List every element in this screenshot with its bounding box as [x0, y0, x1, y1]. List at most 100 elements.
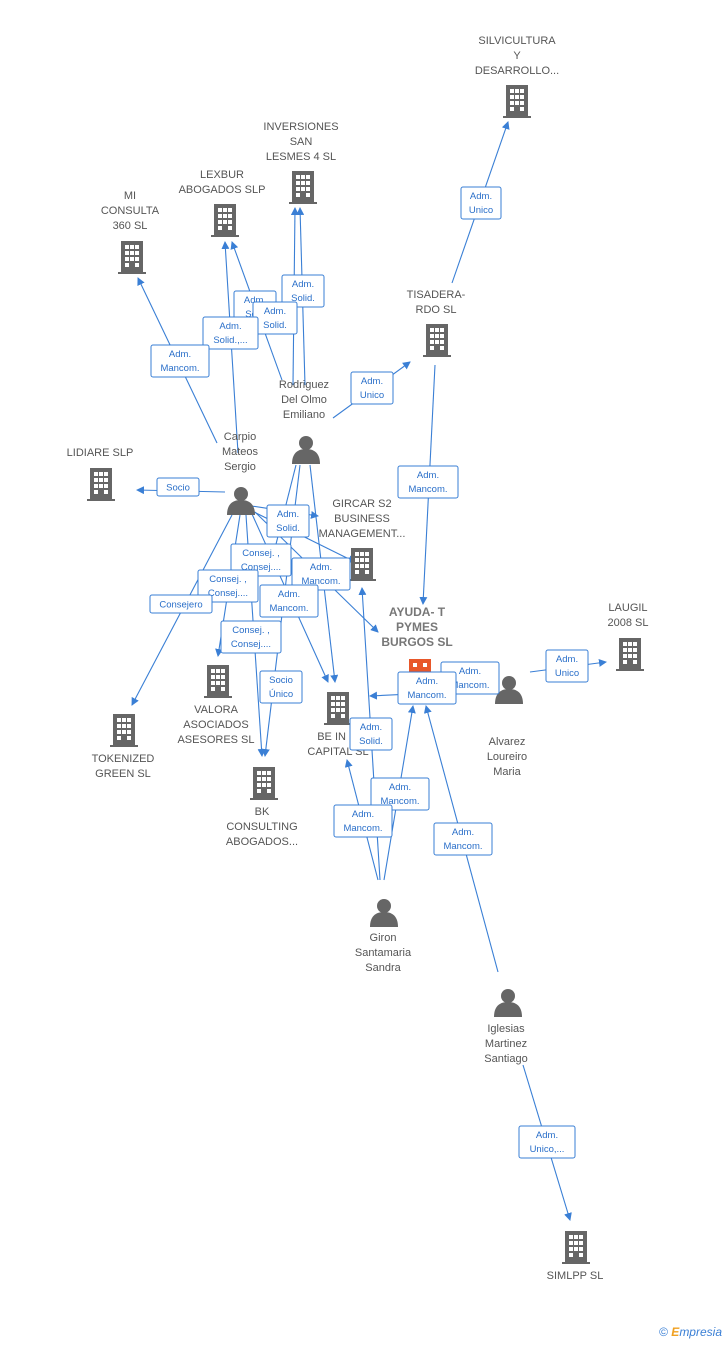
relation-box — [150, 344, 210, 378]
building-icon — [204, 665, 232, 698]
building-icon — [87, 468, 115, 501]
relation-box — [291, 557, 351, 591]
relation-box — [370, 777, 430, 811]
relation-text: Mancom. — [301, 576, 340, 587]
relation-box — [397, 671, 457, 705]
relation-text: Adm. — [278, 589, 300, 600]
relation-label[interactable]: Socio — [156, 477, 200, 497]
relation-text: Solid.,... — [213, 335, 247, 346]
relation-label[interactable]: Adm.Mancom. — [370, 777, 430, 811]
relation-text: Socio — [166, 483, 190, 494]
relation-text: Adm. — [244, 295, 266, 306]
relation-text: Adm. — [361, 376, 383, 387]
relation-label[interactable]: Consej. ,Consej.... — [220, 620, 282, 654]
relation-box — [460, 186, 502, 220]
relation-text: Unico — [555, 668, 579, 679]
relation-box — [281, 274, 325, 308]
building-icon — [289, 171, 317, 204]
relation-text: Adm. — [459, 666, 481, 677]
relation-text: Adm. — [536, 1130, 558, 1141]
relation-label[interactable]: Adm.Unico — [460, 186, 502, 220]
relation-label[interactable]: Adm.Unico,... — [518, 1125, 576, 1159]
relation-text: Solid. — [291, 293, 315, 304]
relation-label[interactable]: Adm.Mancom. — [397, 671, 457, 705]
relation-box — [259, 670, 303, 704]
copyright-symbol: © — [659, 1325, 668, 1339]
relation-box — [259, 584, 319, 618]
building-icon — [423, 324, 451, 357]
relation-label[interactable]: Adm.Mancom. — [259, 584, 319, 618]
relation-label[interactable]: Adm.Mancom. — [433, 822, 493, 856]
relation-label[interactable]: Consej. ,Consej.... — [230, 543, 292, 577]
building-icon — [211, 204, 239, 237]
relation-box — [350, 371, 394, 405]
relation-box — [156, 477, 200, 497]
relation-label[interactable]: Adm. Solid. — [252, 301, 298, 335]
relation-label[interactable]: Adm. Solid.,... — [202, 316, 259, 350]
relation-text: Solid. — [276, 523, 300, 534]
relation-box — [266, 504, 310, 538]
building-icon — [616, 638, 644, 671]
relation-label[interactable]: Adm.Mancom. — [150, 344, 210, 378]
relation-label[interactable]: Adm.Mancom. — [291, 557, 351, 591]
footer-brand[interactable]: © Empresia — [659, 1325, 722, 1339]
relation-text: Adm. — [352, 809, 374, 820]
relation-label[interactable]: Adm.Mancom. — [397, 465, 459, 499]
relation-label[interactable]: Adm.Solid. — [266, 504, 310, 538]
tisadera-node[interactable]: TISADERA-RDO SL — [407, 289, 466, 357]
relation-text: Solid. — [263, 320, 287, 331]
relation-label[interactable]: Adm.Mancom. — [333, 804, 393, 838]
person-icon — [227, 487, 255, 515]
relation-text: Consej.... — [231, 639, 271, 650]
relation-text: Mancom. — [450, 680, 489, 691]
building-icon — [348, 548, 376, 581]
relation-label[interactable]: Adm.Unico — [350, 371, 394, 405]
simlpp-label: SIMLPP SL — [547, 1270, 604, 1282]
relation-label[interactable]: Adm.Solid. — [349, 717, 393, 751]
relation-text: Adm. — [264, 306, 286, 317]
relation-box — [397, 465, 459, 499]
simlpp-node[interactable]: SIMLPP SL — [547, 1231, 604, 1282]
relation-text: Adm. — [219, 321, 241, 332]
building-icon — [110, 714, 138, 747]
relation-label[interactable]: Consejero — [149, 594, 213, 614]
relation-label[interactable]: Consej. ,Consej.... — [197, 569, 259, 603]
relation-text: Adm. — [389, 782, 411, 793]
relation-text: Adm. — [452, 827, 474, 838]
relation-label[interactable]: Adm.Solid. — [281, 274, 325, 308]
relation-text: Adm. — [556, 654, 578, 665]
relation-label[interactable]: Adm. Unico — [545, 649, 589, 683]
relations: Adm.UnicoAdm.Solid.Adm.So...Adm.Solid.Ad… — [149, 186, 589, 1159]
building-icon — [250, 767, 278, 800]
lidiare-node[interactable]: LIDIARE SLP — [67, 447, 134, 501]
relation-text: Consej.... — [208, 588, 248, 599]
brand-name: Empresia — [671, 1325, 722, 1339]
building-icon — [118, 241, 146, 274]
